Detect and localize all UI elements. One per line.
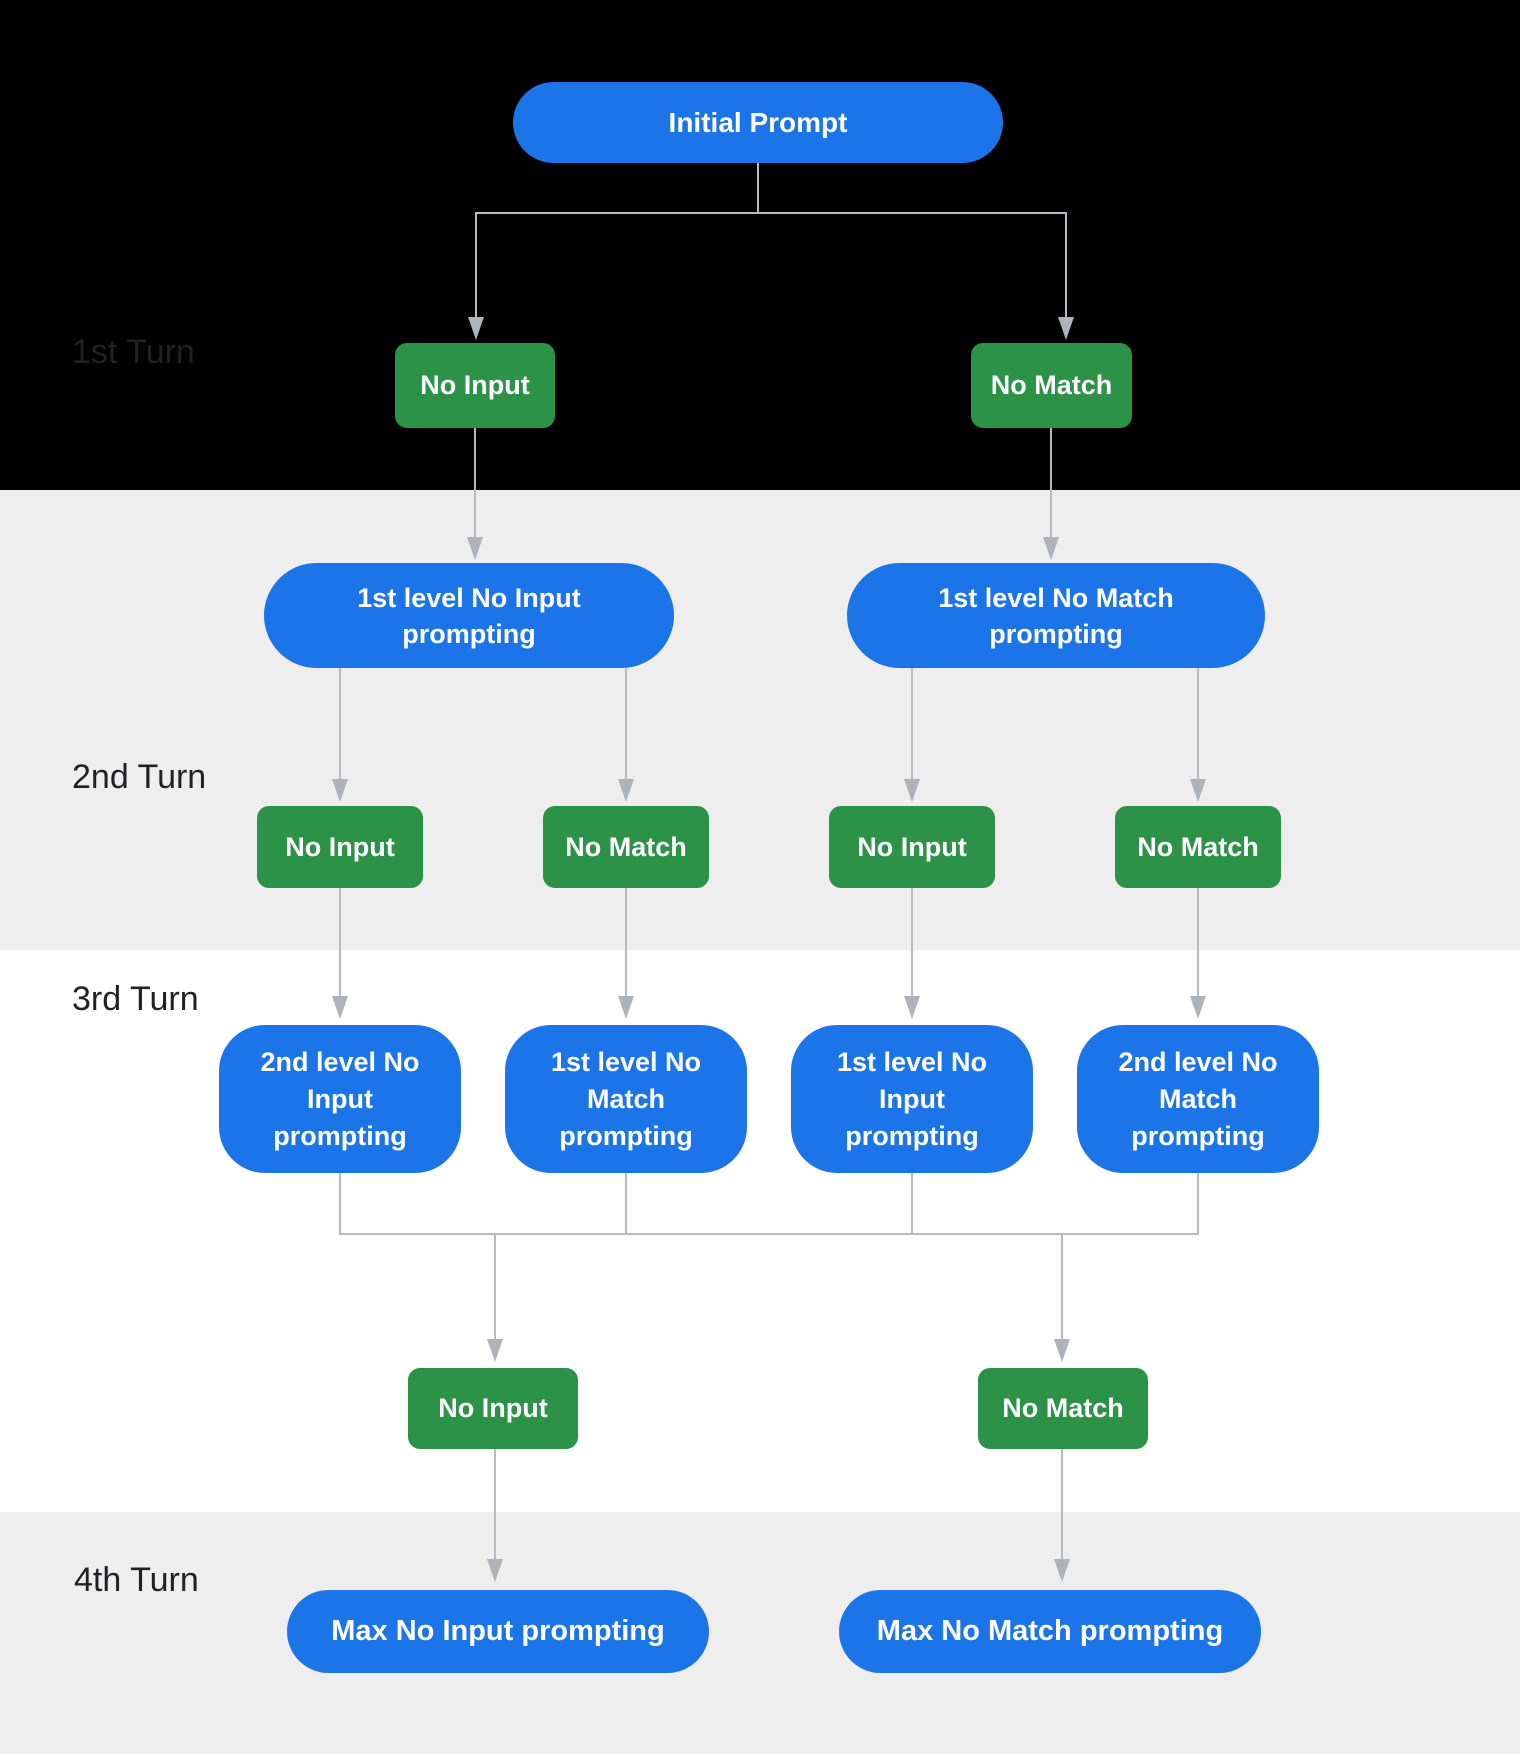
- arrowhead-icon: [904, 996, 920, 1019]
- connector-line: [339, 1233, 1199, 1235]
- node-turn2-left-no-input: No Input: [257, 806, 423, 888]
- arrowhead-icon: [1054, 1339, 1070, 1362]
- connector-line: [494, 1233, 496, 1339]
- node-label: 1st level No Match prompting: [550, 1046, 702, 1151]
- connector-line: [625, 668, 627, 779]
- turn-label-2nd: 2nd Turn: [72, 758, 207, 796]
- node-label: 1st level No Input prompting: [836, 1046, 988, 1151]
- arrowhead-icon: [332, 996, 348, 1019]
- arrowhead-icon: [1058, 317, 1074, 340]
- connector-line: [339, 888, 341, 996]
- node-label: 2nd level No Match prompting: [1118, 1046, 1278, 1151]
- arrowhead-icon: [332, 779, 348, 802]
- node-turn3-level2-no-input-prompting: 2nd level No Input prompting: [219, 1025, 461, 1173]
- connector-line: [339, 1173, 341, 1235]
- node-label: No Input: [857, 831, 967, 862]
- node-label: 2nd level No Input prompting: [260, 1046, 420, 1151]
- node-label: 1st level No Match prompting: [938, 582, 1174, 649]
- node-label: No Match: [1137, 831, 1259, 862]
- node-label: No Input: [420, 370, 530, 400]
- node-turn2-right-no-input: No Input: [829, 806, 995, 888]
- arrowhead-icon: [1190, 779, 1206, 802]
- turn-label-4th: 4th Turn: [74, 1561, 199, 1599]
- node-label: Max No Match prompting: [876, 1615, 1224, 1647]
- node-label: 1st level No Input prompting: [357, 582, 581, 649]
- connector-line: [625, 1173, 627, 1235]
- node-turn3-level1-no-match-prompting: 1st level No Match prompting: [505, 1025, 747, 1173]
- arrowhead-icon: [1043, 537, 1059, 560]
- node-turn3-level1-no-input-prompting: 1st level No Input prompting: [791, 1025, 1033, 1173]
- arrowhead-icon: [1054, 1559, 1070, 1582]
- node-label: No Match: [1002, 1393, 1124, 1423]
- band-turn-2: [0, 490, 1520, 950]
- node-max-no-match-prompting: Max No Match prompting: [839, 1590, 1261, 1673]
- node-turn1-no-match: No Match: [971, 343, 1132, 428]
- node-turn4-no-match: No Match: [978, 1368, 1148, 1449]
- connector-line: [494, 1449, 496, 1559]
- node-label: Max No Input prompting: [331, 1615, 665, 1647]
- connector-line: [757, 163, 759, 213]
- band-turn-4: [0, 1512, 1520, 1754]
- arrowhead-icon: [904, 779, 920, 802]
- node-turn1-no-input: No Input: [395, 343, 555, 428]
- arrowhead-icon: [468, 317, 484, 340]
- connector-line: [475, 212, 477, 317]
- node-label: No Input: [438, 1393, 548, 1423]
- arrowhead-icon: [487, 1339, 503, 1362]
- connector-line: [1061, 1233, 1063, 1339]
- connector-line: [911, 888, 913, 996]
- connector-line: [1061, 1449, 1063, 1559]
- band-turn-1: [0, 0, 1520, 490]
- arrowhead-icon: [1190, 996, 1206, 1019]
- connector-line: [625, 888, 627, 996]
- node-turn4-no-input: No Input: [408, 1368, 578, 1449]
- connector-line: [1050, 428, 1052, 537]
- node-label: No Match: [565, 831, 687, 862]
- arrowhead-icon: [487, 1559, 503, 1582]
- node-label: No Input: [285, 831, 395, 862]
- node-turn2-left-no-match: No Match: [543, 806, 709, 888]
- turn-label-3rd: 3rd Turn: [72, 980, 199, 1018]
- connector-line: [1197, 888, 1199, 996]
- connector-line: [911, 1173, 913, 1235]
- connector-line: [1065, 212, 1067, 317]
- node-level1-no-input-prompting: 1st level No Input prompting: [264, 563, 674, 668]
- turn-label-1st: 1st Turn: [72, 333, 195, 371]
- arrowhead-icon: [618, 779, 634, 802]
- connector-line: [339, 668, 341, 779]
- arrowhead-icon: [467, 537, 483, 560]
- connector-line: [1197, 1173, 1199, 1235]
- node-initial-prompt: Initial Prompt: [513, 82, 1003, 163]
- node-label: No Match: [990, 370, 1113, 400]
- node-label: Initial Prompt: [668, 106, 848, 138]
- node-turn3-level2-no-match-prompting: 2nd level No Match prompting: [1077, 1025, 1319, 1173]
- node-max-no-input-prompting: Max No Input prompting: [287, 1590, 709, 1673]
- arrowhead-icon: [618, 996, 634, 1019]
- connector-line: [911, 668, 913, 779]
- node-level1-no-match-prompting: 1st level No Match prompting: [847, 563, 1265, 668]
- connector-line: [1197, 668, 1199, 779]
- node-turn2-right-no-match: No Match: [1115, 806, 1281, 888]
- connector-line: [475, 212, 1067, 214]
- connector-line: [474, 428, 476, 537]
